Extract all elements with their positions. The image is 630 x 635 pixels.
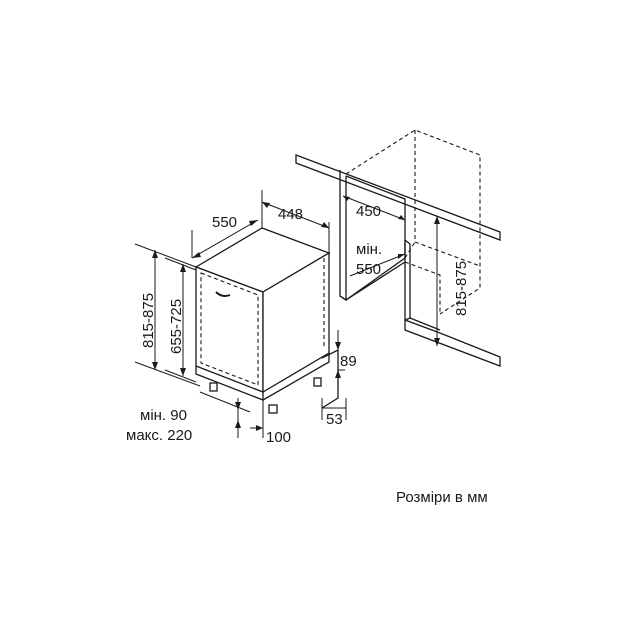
label-niche-width: 550 (356, 261, 381, 278)
label-inner-height: 655-725 (168, 299, 185, 354)
arrowhead (434, 216, 440, 224)
dimension-550 (191, 190, 263, 259)
ext-line-top (134, 243, 197, 268)
dimension-min-550 (349, 253, 406, 277)
worktop-band (295, 154, 501, 241)
arrowhead (262, 202, 270, 208)
arrowhead (235, 402, 241, 410)
label-width: 550 (212, 214, 237, 231)
arrowhead (398, 254, 405, 259)
dim-line-550 (191, 219, 259, 259)
label-foot-depth: 100 (266, 429, 291, 446)
caption: Розміри в мм (396, 489, 488, 506)
arrowhead (256, 425, 263, 431)
dimension-right-height (434, 216, 440, 346)
foot-front-right (268, 404, 278, 414)
left-cabinet-inner (345, 175, 406, 301)
foot-front-left (209, 382, 218, 392)
right-cabinet-floor (409, 317, 441, 331)
dimension-448 (261, 201, 330, 253)
arrowhead (335, 370, 341, 378)
ext-line-bottom (134, 361, 201, 387)
dimension-100 (250, 400, 264, 438)
dishwasher-plinth-side (262, 353, 330, 401)
plinth-profile (321, 348, 339, 409)
ext-line-inner-bottom (164, 369, 197, 383)
left-cabinet-wall (339, 170, 347, 302)
arrowhead (434, 338, 440, 346)
door-handle (215, 291, 231, 297)
arrowhead (249, 220, 258, 226)
label-plinth-height: 89 (340, 353, 357, 370)
label-niche-min: мін. (356, 241, 382, 258)
arrowhead (335, 342, 341, 350)
arrowhead (152, 250, 158, 258)
dishwasher (194, 227, 331, 414)
arrowhead (192, 252, 201, 258)
arrowhead (343, 196, 350, 201)
foot-back-right (313, 377, 322, 387)
label-toekick-max: макс. 220 (126, 427, 192, 444)
dishwasher-plinth (195, 366, 264, 401)
ext-line (199, 391, 251, 413)
cabinet-niche (295, 129, 501, 367)
label-niche-depth: 450 (356, 203, 381, 220)
dim-line-448 (261, 201, 330, 229)
arrowhead (152, 362, 158, 370)
dimension-toekick (199, 391, 251, 438)
dimension-450 (342, 195, 406, 221)
right-cabinet-wall (404, 239, 411, 321)
dimension-plinth (321, 330, 347, 420)
niche-floor (404, 261, 441, 314)
dim-line-450 (342, 195, 406, 221)
arrowhead (321, 222, 329, 228)
arrowhead (180, 368, 186, 376)
dimension-left-heights (134, 243, 201, 387)
arrowhead (235, 420, 241, 428)
ext-line-inner-top (164, 257, 197, 271)
label-right-height: 815-875 (453, 261, 470, 316)
left-cabinet-base (339, 261, 406, 301)
label-plinth-offset: 53 (326, 411, 343, 428)
label-toekick-min: мін. 90 (140, 407, 187, 424)
dim-line-min550 (349, 253, 406, 277)
arrowhead (180, 264, 186, 272)
arrowhead (398, 215, 405, 220)
label-depth: 448 (278, 206, 303, 223)
label-total-height: 815-875 (140, 293, 157, 348)
niche-back-edge (414, 130, 481, 267)
